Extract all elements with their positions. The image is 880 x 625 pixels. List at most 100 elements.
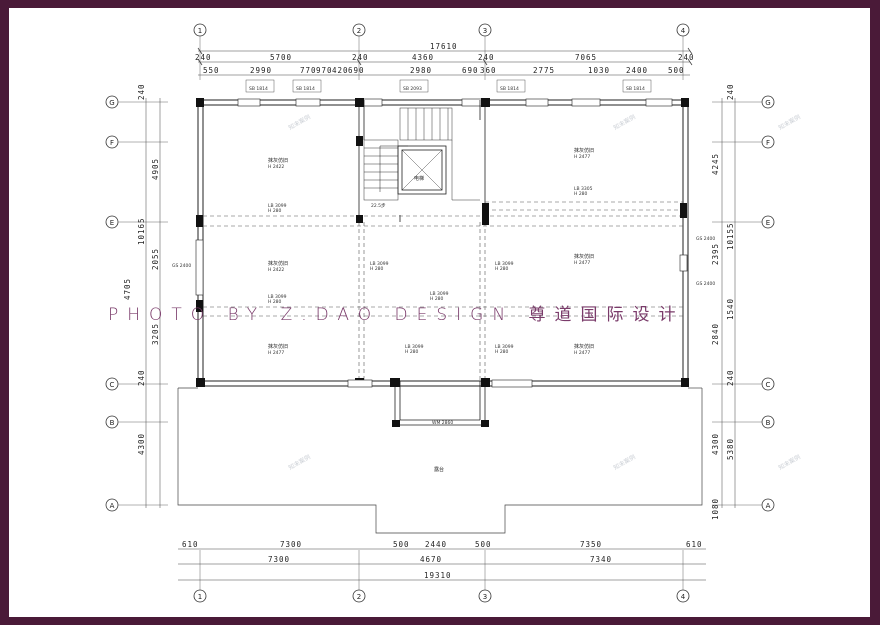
svg-text:H 2477: H 2477 <box>574 350 590 356</box>
interior-walls <box>358 100 486 426</box>
svg-text:2395: 2395 <box>711 243 720 265</box>
dim-top-total: 17610 <box>430 42 458 51</box>
svg-text:4300: 4300 <box>137 433 146 455</box>
column-axis-top <box>193 23 690 603</box>
staircase <box>363 107 480 201</box>
svg-text:知末案例: 知末案例 <box>777 113 802 132</box>
left-dims: 240 4905 2055 3205 240 4300 10165 4705 <box>123 83 160 455</box>
svg-text:2055: 2055 <box>151 248 160 270</box>
right-dims: 240 4245 2395 2840 240 4300 1080 10155 1… <box>711 83 735 520</box>
svg-text:GS 2400: GS 2400 <box>696 281 715 287</box>
svg-text:H 2477: H 2477 <box>574 154 590 160</box>
svg-text:240: 240 <box>195 53 212 62</box>
svg-text:抹灰仿旧: 抹灰仿旧 <box>268 343 288 350</box>
drawing-sheet <box>9 8 870 617</box>
svg-text:LB 3305: LB 3305 <box>574 186 593 192</box>
svg-text:GS 2400: GS 2400 <box>696 236 715 242</box>
svg-text:LB 3099: LB 3099 <box>495 344 514 350</box>
svg-text:500: 500 <box>393 540 410 549</box>
svg-text:360: 360 <box>480 66 497 75</box>
svg-text:970: 970 <box>316 66 333 75</box>
svg-text:G: G <box>109 99 114 107</box>
terrace-label: 露台 <box>434 466 444 473</box>
svg-text:SB 1814: SB 1814 <box>249 86 268 92</box>
svg-text:1030: 1030 <box>588 66 610 75</box>
svg-text:7340: 7340 <box>590 555 612 564</box>
row-axis-bubbles <box>105 95 775 512</box>
svg-text:H 280: H 280 <box>268 299 282 305</box>
svg-text:240: 240 <box>137 369 146 386</box>
axis-leaders <box>118 36 762 590</box>
svg-text:770: 770 <box>300 66 317 75</box>
svg-text:LB 3099: LB 3099 <box>495 261 514 267</box>
top-windows <box>237 98 673 107</box>
svg-text:H 2477: H 2477 <box>268 350 284 356</box>
window-tags-top <box>245 79 652 93</box>
svg-text:抹灰仿旧: 抹灰仿旧 <box>574 343 594 350</box>
svg-text:知末案例: 知末案例 <box>287 453 312 472</box>
dim-bottom-total: 19310 <box>424 571 452 580</box>
column-axis-labels: 1 2 3 4 1 2 3 4 <box>198 27 686 601</box>
svg-text:H 280: H 280 <box>370 266 384 272</box>
axis-4-bottom: 4 <box>681 593 686 601</box>
svg-text:2400: 2400 <box>626 66 648 75</box>
svg-text:7300: 7300 <box>268 555 290 564</box>
svg-text:240: 240 <box>478 53 495 62</box>
svg-text:SB 1814: SB 1814 <box>500 86 519 92</box>
svg-text:2840: 2840 <box>711 323 720 345</box>
svg-text:1540: 1540 <box>726 298 735 320</box>
svg-text:1080: 1080 <box>711 498 720 520</box>
svg-text:LB 3099: LB 3099 <box>268 294 287 300</box>
beam-tags: LB 3099 H 280 LB 3099 H 280 LB 3099 H 28… <box>172 186 715 426</box>
bottom-dimension-lines <box>178 548 706 581</box>
window-tag-text: SB 1814 SB 1814 SB 2093 SB 1814 SB 1814 <box>249 86 645 92</box>
svg-text:240: 240 <box>678 53 695 62</box>
svg-text:240: 240 <box>352 53 369 62</box>
elevator-label: 电梯 <box>414 175 424 182</box>
svg-text:A: A <box>766 502 771 510</box>
side-dimension-lines <box>145 98 736 508</box>
svg-text:H 280: H 280 <box>268 208 282 214</box>
room-labels: 抹灰仿旧 H 2422 抹灰仿旧 H 2477 抹灰仿旧 H 2422 抹灰仿旧… <box>268 147 594 356</box>
svg-text:H 280: H 280 <box>495 349 509 355</box>
axis-3-top: 3 <box>483 27 487 35</box>
bottom-dims-row2: 7300 4670 7340 <box>268 555 612 564</box>
svg-text:7065: 7065 <box>575 53 597 62</box>
svg-text:240: 240 <box>726 83 735 100</box>
svg-text:690: 690 <box>348 66 365 75</box>
svg-text:H 280: H 280 <box>495 266 509 272</box>
svg-text:690: 690 <box>462 66 479 75</box>
svg-text:10155: 10155 <box>726 222 735 250</box>
side-windows <box>195 239 688 388</box>
row-axis-labels: G F E C B A G F E C B A <box>109 99 770 510</box>
svg-text:抹灰仿旧: 抹灰仿旧 <box>574 147 594 154</box>
svg-text:B: B <box>110 419 115 427</box>
axis-2-bottom: 2 <box>357 593 361 601</box>
svg-text:知末案例: 知末案例 <box>287 113 312 132</box>
svg-text:610: 610 <box>182 540 199 549</box>
svg-text:H 280: H 280 <box>574 191 588 197</box>
svg-text:240: 240 <box>726 369 735 386</box>
svg-text:7300: 7300 <box>280 540 302 549</box>
svg-text:F: F <box>110 139 114 147</box>
svg-text:240: 240 <box>137 83 146 100</box>
svg-text:WM 2860: WM 2860 <box>432 420 453 426</box>
svg-text:C: C <box>766 381 771 389</box>
top-dimension-lines <box>197 47 693 76</box>
axis-1-top: 1 <box>198 27 202 35</box>
svg-text:B: B <box>766 419 771 427</box>
svg-text:H 280: H 280 <box>405 349 419 355</box>
bottom-dims-row1: 610 7300 500 2440 500 7350 610 <box>182 540 702 549</box>
svg-text:LB 3099: LB 3099 <box>405 344 424 350</box>
svg-text:GS 2400: GS 2400 <box>172 263 191 269</box>
svg-text:H 2477: H 2477 <box>574 260 590 266</box>
svg-text:抹灰仿旧: 抹灰仿旧 <box>268 260 288 267</box>
svg-text:H 2422: H 2422 <box>268 267 284 273</box>
axis-2-top: 2 <box>357 27 361 35</box>
svg-text:A: A <box>110 502 115 510</box>
svg-text:H 280: H 280 <box>430 296 444 302</box>
svg-text:G: G <box>765 99 770 107</box>
svg-text:E: E <box>110 219 114 227</box>
svg-text:SB 1814: SB 1814 <box>296 86 315 92</box>
